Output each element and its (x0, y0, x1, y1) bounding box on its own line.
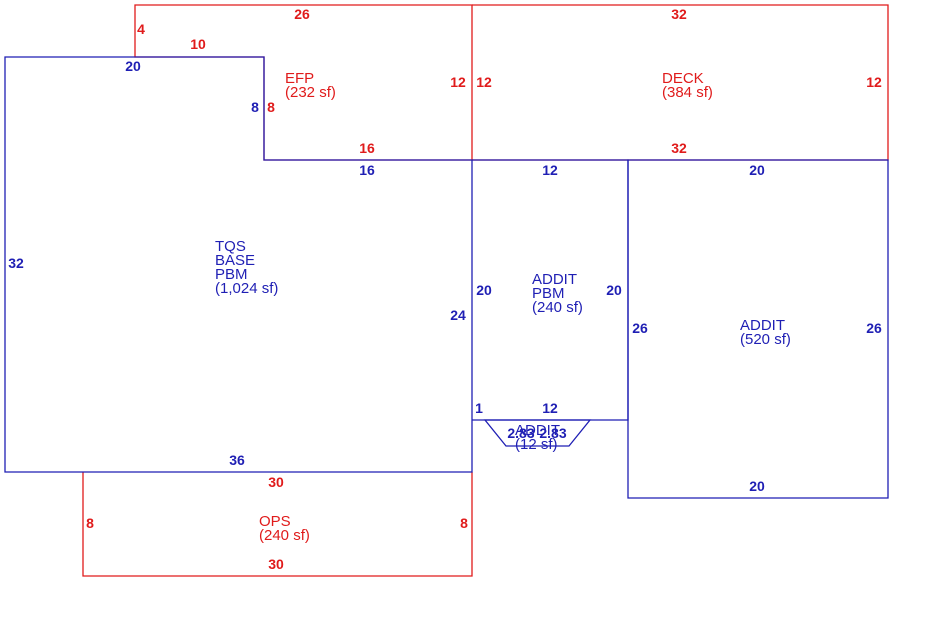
base-dim-top: 20 (125, 58, 141, 74)
efp-label-name: EFP (285, 70, 314, 87)
base-dim-step: 8 (251, 99, 259, 115)
addit-520-outline (627, 159, 889, 499)
addit-pbm-label-name: ADDIT (532, 271, 577, 288)
base-label-area: (1,024 sf) (215, 280, 278, 297)
base-dim-left: 32 (8, 255, 24, 271)
addit-12-outline (483, 419, 592, 447)
efp-dim-right: 12 (450, 74, 466, 90)
base-label-name: TQS (215, 238, 246, 255)
ops-outline (82, 472, 473, 577)
deck-label-area: (384 sf) (662, 84, 713, 101)
ops-dim-top: 30 (268, 474, 284, 490)
addit-pbm-dim-small: 1 (475, 400, 483, 416)
addit-pbm-dim-left: 20 (476, 282, 492, 298)
ops-dim-left: 8 (86, 515, 94, 531)
addit-520-label-name: ADDIT (740, 317, 785, 334)
ops-label-area: (240 sf) (259, 527, 310, 544)
efp-dim-left: 4 (137, 21, 145, 37)
addit-520-dim-left: 26 (632, 320, 648, 336)
deck-dim-bottom: 32 (671, 140, 687, 156)
base-dim-bottom: 36 (229, 452, 245, 468)
addit-12-dim-right: 2.83 (539, 425, 566, 441)
efp-label-area: (232 sf) (285, 84, 336, 101)
addit-pbm-dim-right: 20 (606, 282, 622, 298)
deck-label-name: DECK (662, 70, 704, 87)
addit-pbm-dim-bottom: 12 (542, 400, 558, 416)
addit-pbm-label-area: (240 sf) (532, 299, 583, 316)
addit-520-label-area: (520 sf) (740, 331, 791, 348)
ops-dim-bottom: 30 (268, 556, 284, 572)
base-dim-inner: 16 (359, 162, 375, 178)
addit-520-dim-bottom: 20 (749, 478, 765, 494)
addit-12-label-area: (12 sf) (515, 436, 558, 453)
addit-pbm-dim-top: 12 (542, 162, 558, 178)
base-label-type: BASE (215, 252, 255, 269)
addit-pbm-label-type: PBM (532, 285, 565, 302)
efp-dim-inner: 8 (267, 99, 275, 115)
deck-dim-top: 32 (671, 6, 687, 22)
addit-520-dim-right: 26 (866, 320, 882, 336)
addit-520-dim-top: 20 (749, 162, 765, 178)
efp-dim-bottom: 16 (359, 140, 375, 156)
efp-dim-step: 10 (190, 36, 206, 52)
base-label-sub: PBM (215, 266, 248, 283)
ops-label-name: OPS (259, 513, 291, 530)
efp-dim-top: 26 (294, 6, 310, 22)
base-dim-right: 24 (450, 307, 466, 323)
deck-dim-left: 12 (476, 74, 492, 90)
deck-dim-right: 12 (866, 74, 882, 90)
addit-12-dim-left: 2.83 (507, 425, 534, 441)
addit-12-label-name: ADDIT (515, 422, 560, 439)
ops-dim-right: 8 (460, 515, 468, 531)
